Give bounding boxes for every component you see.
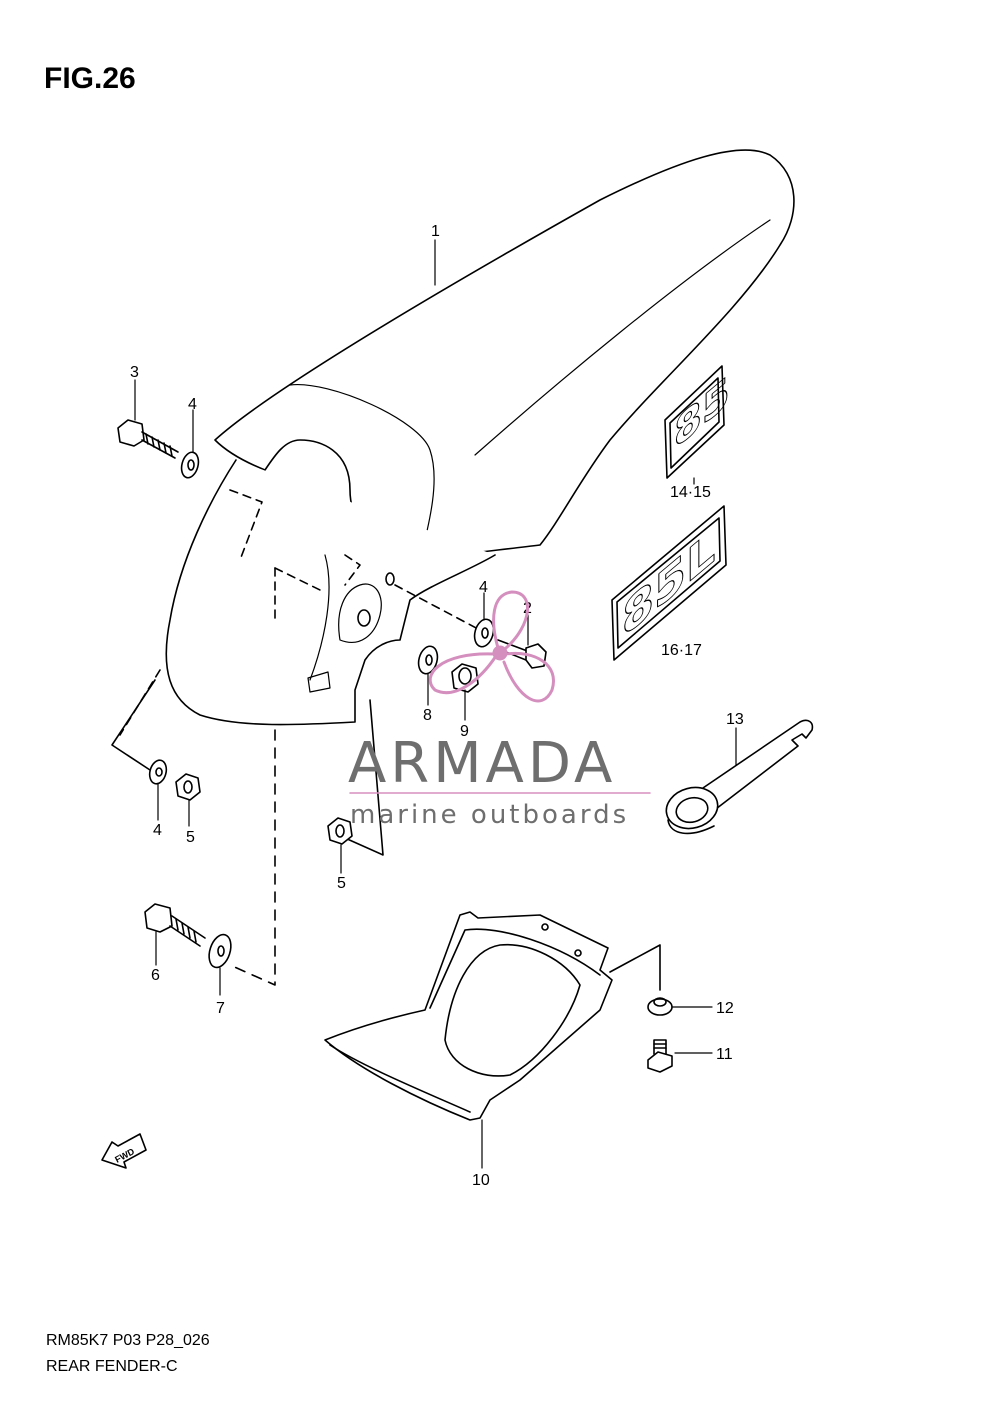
callout-7: 7 bbox=[216, 1000, 225, 1017]
nut-part-5-left bbox=[175, 773, 201, 801]
rear-fender-part bbox=[111, 149, 795, 986]
callout-14-15: 14·15 bbox=[670, 484, 711, 501]
washer-part-4-bottom bbox=[148, 759, 168, 785]
callout-6: 6 bbox=[151, 967, 160, 984]
callout-13: 13 bbox=[726, 711, 744, 728]
callout-9: 9 bbox=[460, 723, 469, 740]
callout-4: 4 bbox=[479, 579, 488, 596]
callout-3: 3 bbox=[130, 364, 139, 381]
callout-12: 12 bbox=[716, 1000, 734, 1017]
callout-11: 11 bbox=[716, 1046, 733, 1063]
figure-code: RM85K7 P03 P28_026 bbox=[46, 1332, 210, 1349]
strap-part-13 bbox=[665, 719, 814, 835]
washer-part-4-center bbox=[473, 618, 495, 648]
bolt-part-3 bbox=[117, 419, 179, 459]
mud-guard-part-10 bbox=[324, 911, 661, 1121]
forward-arrow-icon: FWD bbox=[101, 1133, 147, 1169]
washer-part-8 bbox=[417, 645, 439, 675]
callout-16-17: 16·17 bbox=[661, 642, 702, 659]
watermark-brand: ARMADA bbox=[348, 731, 616, 796]
callout-5: 5 bbox=[337, 875, 346, 892]
armada-watermark: ARMADA marine outboards bbox=[348, 590, 651, 830]
callout-5: 5 bbox=[186, 829, 195, 846]
callout-4: 4 bbox=[188, 396, 197, 413]
callout-1: 1 bbox=[431, 223, 440, 240]
bolt-part-6 bbox=[144, 903, 206, 947]
figure-title: FIG.26 bbox=[44, 62, 136, 95]
washer-part-4-top bbox=[180, 451, 200, 479]
watermark-tagline: marine outboards bbox=[350, 800, 629, 830]
collar-part-9 bbox=[451, 663, 479, 693]
callout-8: 8 bbox=[423, 707, 432, 724]
figure-name: REAR FENDER-C bbox=[46, 1358, 178, 1375]
nut-part-5-middle bbox=[327, 817, 353, 845]
washer-part-7 bbox=[208, 933, 232, 969]
decal-part-14-15: 85 bbox=[664, 365, 730, 479]
callout-10: 10 bbox=[472, 1172, 490, 1189]
leader-lines bbox=[134, 239, 737, 1169]
propeller-icon bbox=[428, 590, 555, 703]
nut-part-12 bbox=[647, 997, 673, 1016]
bolt-part-11 bbox=[647, 1039, 673, 1073]
decal-part-16-17: 85L bbox=[611, 505, 727, 661]
callout-4: 4 bbox=[153, 822, 162, 839]
